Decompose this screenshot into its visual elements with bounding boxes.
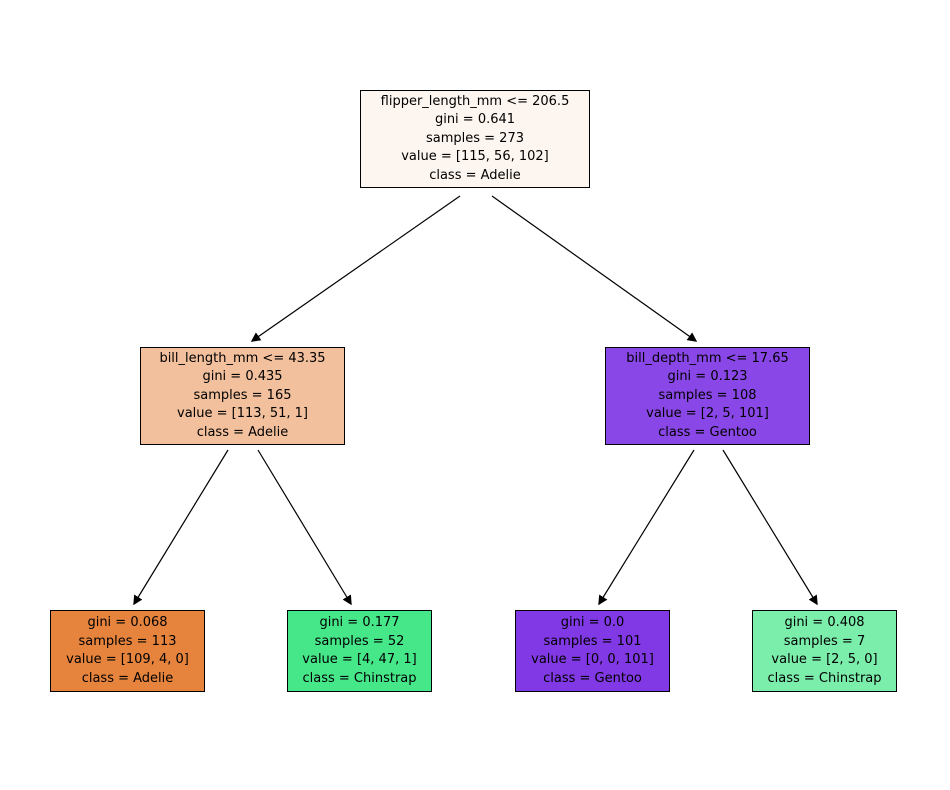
tree-node-left: bill_length_mm <= 43.35 gini = 0.435 sam… <box>140 347 345 445</box>
node-class: class = Gentoo <box>658 424 757 440</box>
node-samples: samples = 52 <box>314 633 405 649</box>
node-gini: gini = 0.408 <box>784 615 865 630</box>
node-gini: gini = 0.123 <box>667 369 748 385</box>
node-gini: gini = 0.641 <box>434 112 516 128</box>
tree-leaf-chinstrap-left: gini = 0.177 samples = 52 value = [4, 47… <box>287 610 432 692</box>
node-value: value = [109, 4, 0] <box>66 652 189 667</box>
node-samples: samples = 165 <box>193 387 292 403</box>
node-samples: samples = 113 <box>78 633 177 649</box>
node-value: value = [0, 0, 101] <box>531 652 654 667</box>
node-class: class = Chinstrap <box>302 670 417 686</box>
node-class: class = Gentoo <box>543 670 642 686</box>
node-value: value = [113, 51, 1] <box>177 406 308 422</box>
node-gini: gini = 0.068 <box>87 615 168 630</box>
node-value: value = [2, 5, 101] <box>646 406 769 422</box>
node-samples: samples = 273 <box>425 130 524 146</box>
node-class: class = Adelie <box>429 167 521 183</box>
node-condition: bill_depth_mm <= 17.65 <box>626 350 789 366</box>
node-condition: bill_length_mm <= 43.35 <box>159 350 326 366</box>
node-samples: samples = 108 <box>658 387 757 403</box>
node-gini: gini = 0.435 <box>202 369 283 385</box>
node-condition: flipper_length_mm <= 206.5 <box>380 93 570 109</box>
node-samples: samples = 101 <box>543 633 642 649</box>
tree-leaf-gentoo: gini = 0.0 samples = 101 value = [0, 0, … <box>515 610 670 692</box>
edge-left-to-leaf-lr <box>257 449 352 606</box>
tree-node-root: flipper_length_mm <= 206.5 gini = 0.641 … <box>360 90 590 188</box>
node-value: value = [2, 5, 0] <box>771 652 878 667</box>
edge-right-to-leaf-rl <box>598 449 695 606</box>
node-value: value = [115, 56, 102] <box>401 149 549 165</box>
edge-root-to-right <box>491 195 698 342</box>
tree-node-right: bill_depth_mm <= 17.65 gini = 0.123 samp… <box>605 347 810 445</box>
tree-leaf-chinstrap-right: gini = 0.408 samples = 7 value = [2, 5, … <box>752 610 897 692</box>
tree-leaf-adelie: gini = 0.068 samples = 113 value = [109,… <box>50 610 205 692</box>
node-gini: gini = 0.177 <box>319 615 400 630</box>
node-value: value = [4, 47, 1] <box>302 652 417 667</box>
edge-right-to-leaf-rr <box>722 449 818 606</box>
node-class: class = Adelie <box>196 424 289 440</box>
node-class: class = Chinstrap <box>767 670 882 686</box>
edge-left-to-leaf-ll <box>133 449 229 606</box>
node-class: class = Adelie <box>81 670 174 686</box>
node-gini: gini = 0.0 <box>560 615 625 630</box>
node-samples: samples = 7 <box>783 633 866 649</box>
edge-root-to-left <box>250 195 461 342</box>
